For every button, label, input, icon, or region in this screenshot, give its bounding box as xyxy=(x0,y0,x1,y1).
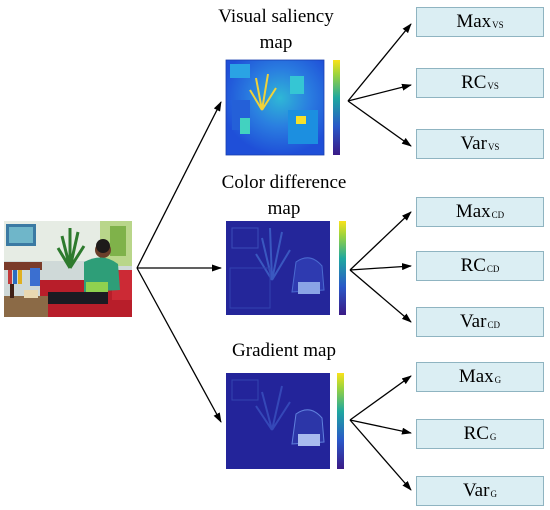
feature-label: Var xyxy=(460,133,487,154)
feature-subscript: G xyxy=(490,489,497,499)
feature-subscript: G xyxy=(489,432,497,442)
arrow-to-saliency xyxy=(136,101,222,269)
feature-subscript: CD xyxy=(486,264,500,274)
color-difference-map-title: Color difference map xyxy=(196,172,372,220)
feature-label: Var xyxy=(460,311,487,332)
feature-label: RC xyxy=(460,255,486,276)
saliency-title-line1: Visual saliency xyxy=(218,6,334,27)
feature-label: RC xyxy=(461,72,487,93)
arrow-to-gradient xyxy=(136,267,222,423)
saliency-map-image xyxy=(225,59,325,156)
feature-subscript: VS xyxy=(492,20,504,30)
feature-subscript: CD xyxy=(487,320,500,330)
saliency-colorbar xyxy=(333,60,340,155)
saliency-title-line2: map xyxy=(259,32,293,53)
feature-label: Max xyxy=(458,366,494,387)
feature-label: RC xyxy=(463,423,489,444)
color-difference-colorbar xyxy=(339,221,346,315)
gradient-map-image xyxy=(226,373,330,469)
color-title-line1: Color difference xyxy=(221,172,347,193)
feature-subscript: VS xyxy=(487,142,500,152)
feature-label: Var xyxy=(463,480,490,501)
feature-label: Max xyxy=(456,11,492,32)
gradient-colorbar xyxy=(337,373,344,469)
feature-subscript: G xyxy=(494,375,502,385)
arrows-color-to-features xyxy=(349,211,412,323)
feature-subscript: CD xyxy=(491,210,505,220)
arrows-saliency-to-features xyxy=(347,23,412,147)
gradient-map-title: Gradient map xyxy=(232,340,336,361)
input-photo xyxy=(4,221,132,317)
feature-label: Max xyxy=(455,201,491,222)
arrows-gradient-to-features xyxy=(349,375,412,491)
feature-subscript: VS xyxy=(487,81,499,91)
saliency-map-title: Visual saliency map xyxy=(196,6,356,54)
color-difference-map-image xyxy=(226,221,330,315)
color-title-line2: map xyxy=(267,198,301,219)
